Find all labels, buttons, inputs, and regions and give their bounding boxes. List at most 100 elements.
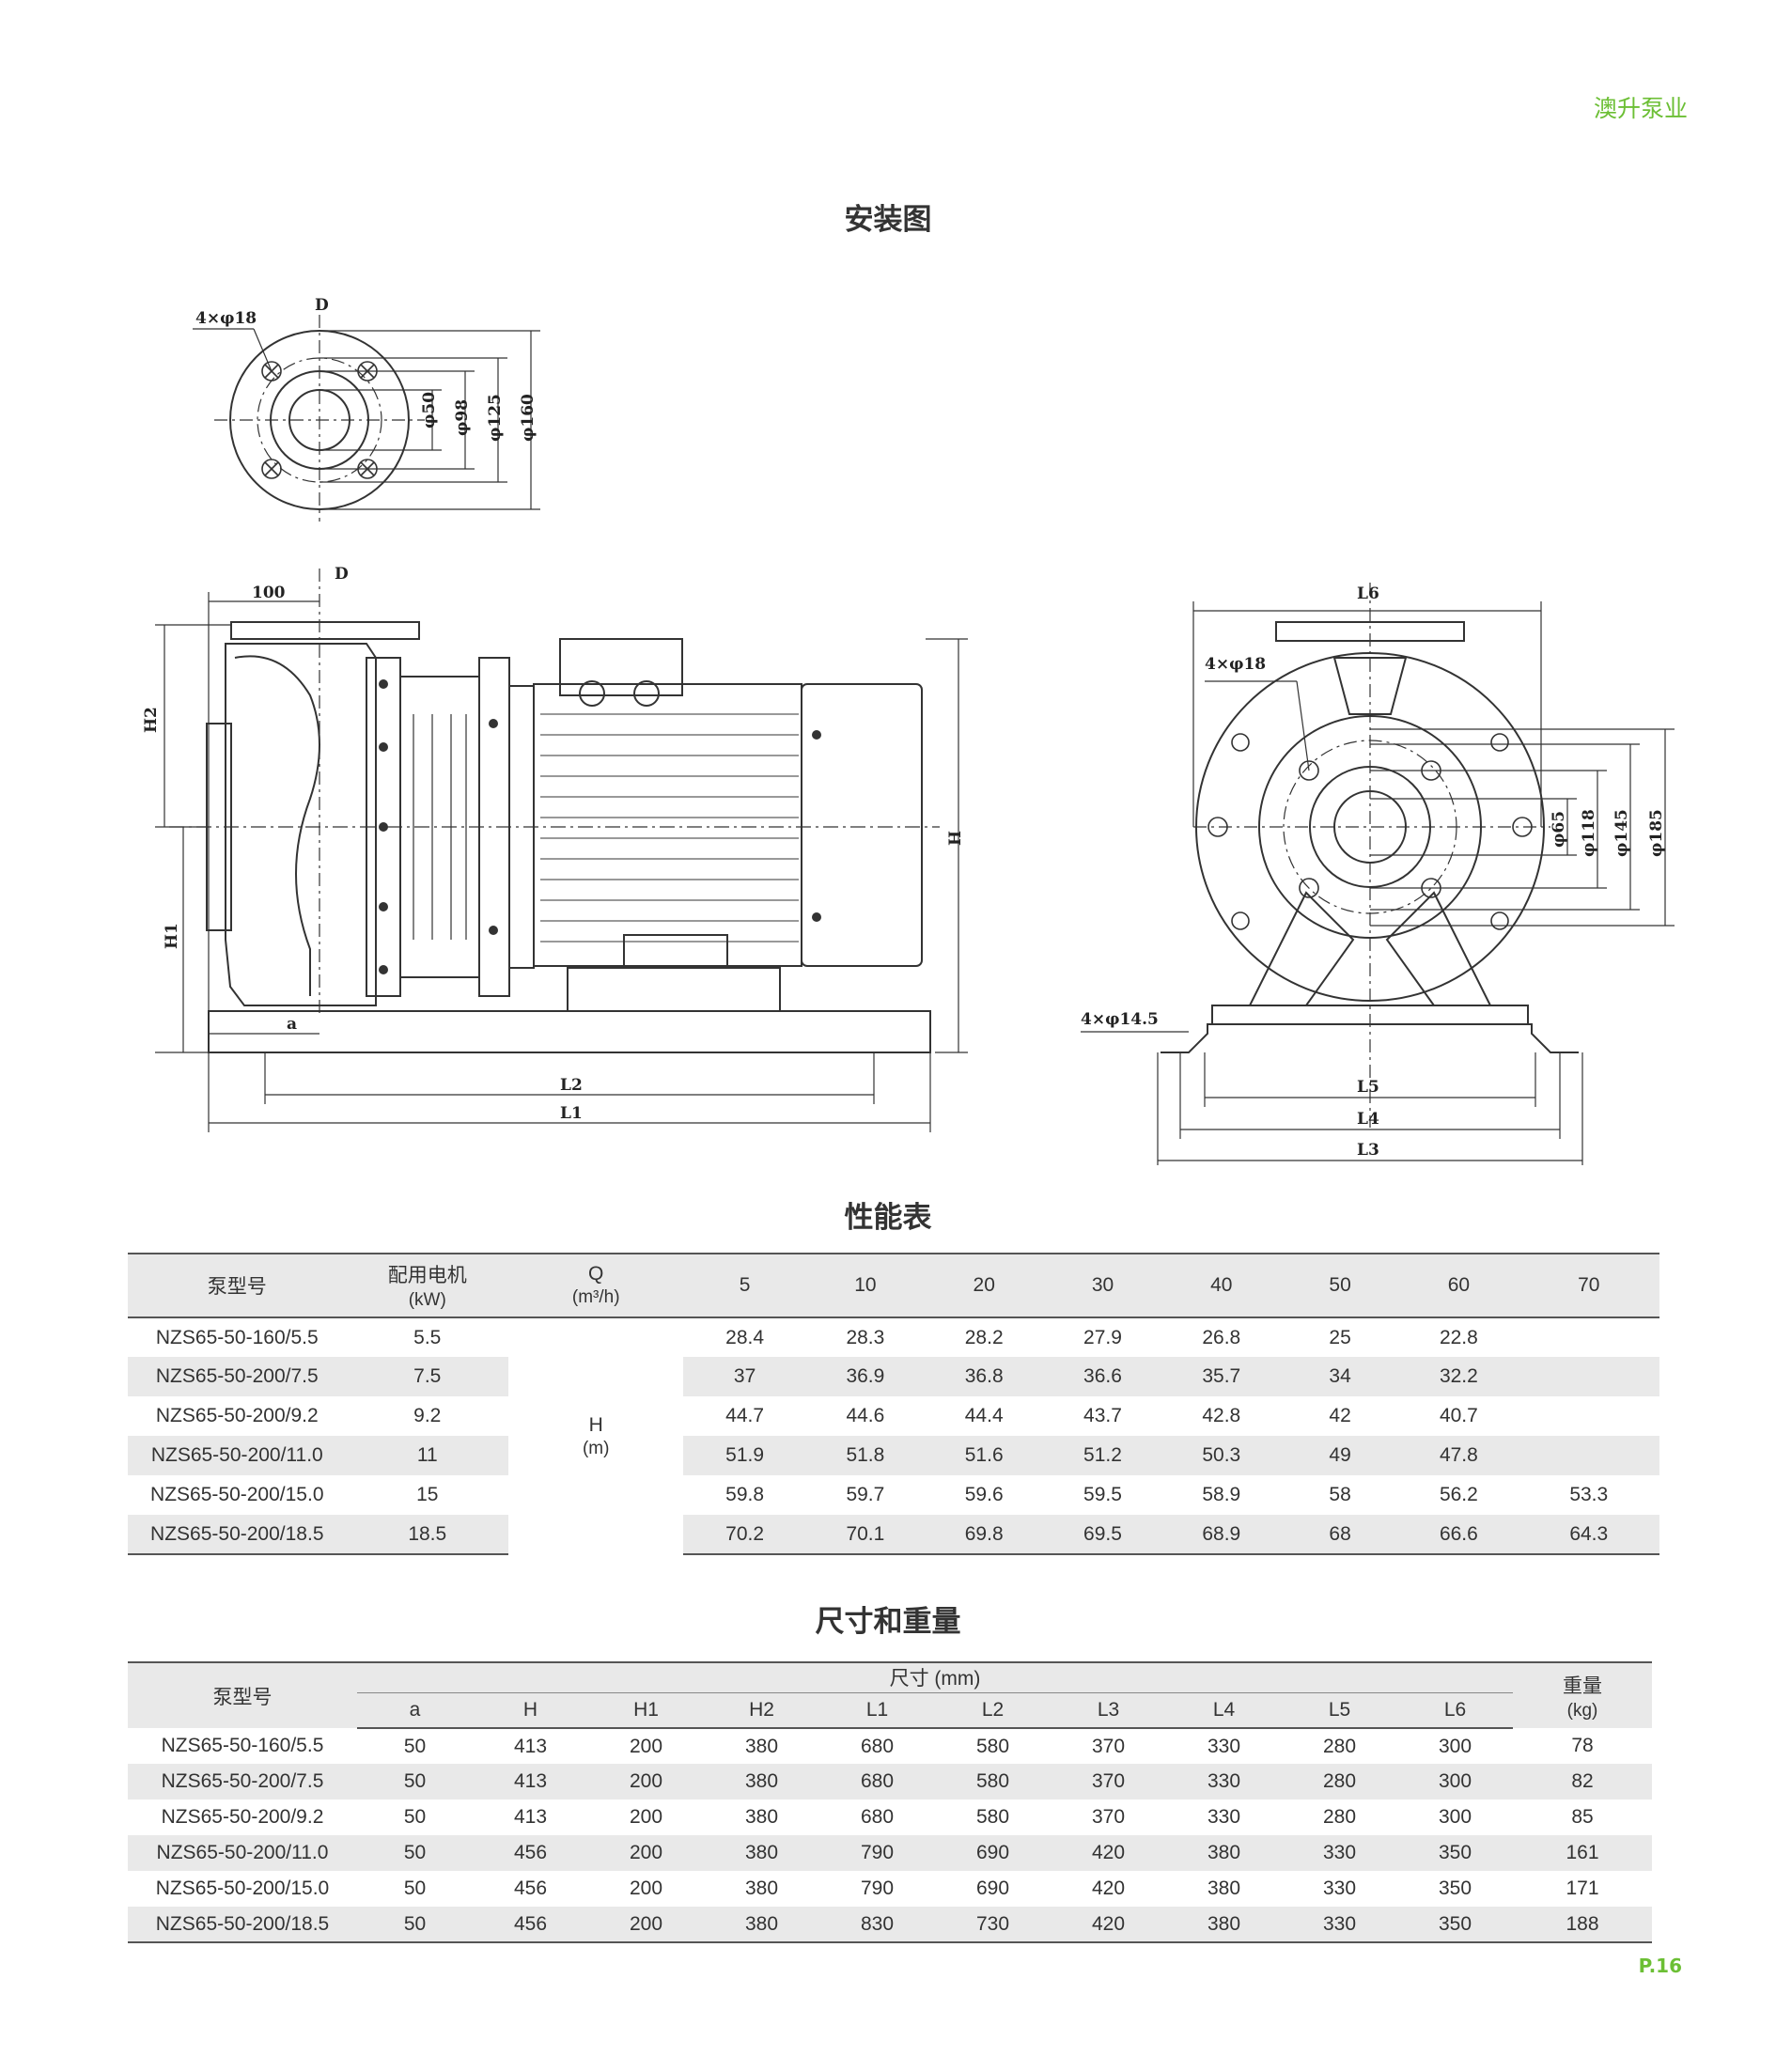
dim-value: 730 — [935, 1907, 1051, 1943]
label-dia-185: φ185 — [1647, 809, 1666, 857]
perf-head: 59.5 — [1083, 1484, 1122, 1505]
label-dia-125: φ125 — [486, 394, 505, 442]
dim-model: NZS65-50-200/7.5 — [128, 1764, 357, 1799]
dim-value: 330 — [1282, 1907, 1397, 1943]
label-dim-100: 100 — [252, 584, 286, 602]
perf-motor: 9.2 — [413, 1405, 442, 1426]
dim-value: 380 — [1207, 1877, 1241, 1899]
perf-head: 42.8 — [1202, 1405, 1241, 1426]
perf-head: 28.2 — [964, 1326, 1004, 1348]
perf-head: 35.7 — [1161, 1357, 1281, 1396]
dim-weight: 171 — [1566, 1877, 1599, 1899]
perf-model: NZS65-50-160/5.5 — [155, 1326, 319, 1348]
dim-col-header: L3 — [1051, 1692, 1166, 1729]
dim-header-model: 泵型号 — [128, 1662, 357, 1728]
label-l3: L3 — [1357, 1141, 1379, 1160]
dim-value: 370 — [1091, 1806, 1126, 1828]
perf-header-flow: 20 — [925, 1254, 1044, 1318]
dim-model: NZS65-50-200/9.2 — [161, 1806, 324, 1828]
table-row: NZS65-50-200/9.2 9.2 44.7 44.6 44.4 43.7… — [128, 1396, 1659, 1436]
dim-value: 830 — [819, 1907, 935, 1943]
dim-col-header: L1 — [819, 1692, 935, 1729]
label-dia-145: φ145 — [1612, 809, 1631, 857]
perf-head: 47.8 — [1399, 1436, 1519, 1475]
table-row: NZS65-50-200/11.0 11 51.9 51.8 51.6 51.2… — [128, 1436, 1659, 1475]
label-h1: H1 — [163, 923, 181, 949]
dim-value: 200 — [629, 1806, 663, 1828]
perf-head: 51.2 — [1043, 1436, 1162, 1475]
dim-value: 690 — [975, 1877, 1010, 1899]
label-base-holes: 4×φ14.5 — [1081, 1010, 1159, 1029]
dim-value: 330 — [1207, 1735, 1241, 1757]
performance-table: 泵型号 配用电机(kW) Q(m³/h) 5 10 20 30 40 50 60… — [128, 1253, 1659, 1555]
label-dia-160: φ160 — [519, 394, 537, 442]
perf-head: 36.8 — [925, 1357, 1044, 1396]
dim-value: 350 — [1397, 1907, 1513, 1943]
label-l2: L2 — [560, 1076, 583, 1095]
perf-model: NZS65-50-200/18.5 — [128, 1515, 347, 1555]
table-row: NZS65-50-200/15.0 15 59.8 59.7 59.6 59.5… — [128, 1475, 1659, 1515]
dim-value: 50 — [403, 1877, 427, 1899]
dim-col-header: H — [473, 1692, 588, 1729]
perf-head: 50.3 — [1161, 1436, 1281, 1475]
label-l5: L5 — [1357, 1078, 1379, 1097]
dim-model: NZS65-50-160/5.5 — [161, 1735, 324, 1756]
dim-value: 280 — [1322, 1735, 1357, 1757]
perf-motor: 5.5 — [413, 1326, 442, 1348]
perf-header-flow: 40 — [1161, 1254, 1281, 1318]
dim-value: 200 — [629, 1877, 663, 1899]
perf-head — [1519, 1317, 1659, 1357]
table-row: NZS65-50-200/18.5 18.5 70.2 70.1 69.8 69… — [128, 1515, 1659, 1555]
dim-value: 380 — [704, 1835, 819, 1871]
perf-head: 58 — [1329, 1484, 1351, 1505]
perf-head — [1519, 1396, 1659, 1436]
perf-head: 44.4 — [964, 1405, 1004, 1426]
dim-col-header: L4 — [1166, 1692, 1282, 1729]
perf-head: 53.3 — [1569, 1484, 1609, 1505]
perf-header-flow: 10 — [805, 1254, 926, 1318]
dim-value: 680 — [819, 1764, 935, 1799]
perf-head: 44.6 — [846, 1405, 885, 1426]
perf-head: 27.9 — [1083, 1326, 1122, 1348]
perf-head: 59.7 — [846, 1484, 885, 1505]
dim-value: 200 — [588, 1907, 704, 1943]
dim-value: 413 — [513, 1735, 548, 1757]
perf-motor: 15 — [416, 1484, 439, 1505]
perf-model: NZS65-50-200/7.5 — [128, 1357, 347, 1396]
perf-head: 64.3 — [1518, 1515, 1659, 1555]
perf-head: 51.8 — [805, 1436, 926, 1475]
perf-header-q: Q(m³/h) — [507, 1254, 684, 1318]
label-l6: L6 — [1357, 584, 1379, 603]
perf-head: 34 — [1280, 1357, 1400, 1396]
dim-col-header: L5 — [1282, 1692, 1397, 1729]
dim-model: NZS65-50-200/15.0 — [155, 1877, 330, 1899]
dim-value: 330 — [1322, 1877, 1357, 1899]
dim-value: 200 — [588, 1764, 704, 1799]
perf-head — [1518, 1436, 1659, 1475]
dim-value: 380 — [704, 1764, 819, 1799]
perf-head: 69.8 — [925, 1515, 1044, 1555]
label-dia-98: φ98 — [453, 399, 472, 436]
dim-col-header: L2 — [935, 1692, 1051, 1729]
dim-value: 300 — [1438, 1806, 1472, 1828]
front-elevation-view — [1081, 583, 1675, 1165]
dim-value: 790 — [860, 1877, 895, 1899]
dim-value: 420 — [1051, 1835, 1166, 1871]
dim-col-header: a — [357, 1692, 473, 1729]
inlet-flange-view — [193, 315, 540, 522]
label-d-top: D — [315, 296, 329, 315]
dim-value: 280 — [1282, 1764, 1397, 1799]
perf-head: 28.4 — [725, 1326, 765, 1348]
dim-value: 790 — [819, 1835, 935, 1871]
table-row: NZS65-50-200/7.5 7.5 37 36.9 36.8 36.6 3… — [128, 1357, 1659, 1396]
dim-value: 50 — [357, 1835, 473, 1871]
dim-value: 50 — [357, 1907, 473, 1943]
perf-head: 25 — [1329, 1326, 1351, 1348]
table-row: NZS65-50-160/5.5 5.5 H(m) 28.4 28.3 28.2… — [128, 1317, 1659, 1554]
dim-value: 300 — [1397, 1764, 1513, 1799]
